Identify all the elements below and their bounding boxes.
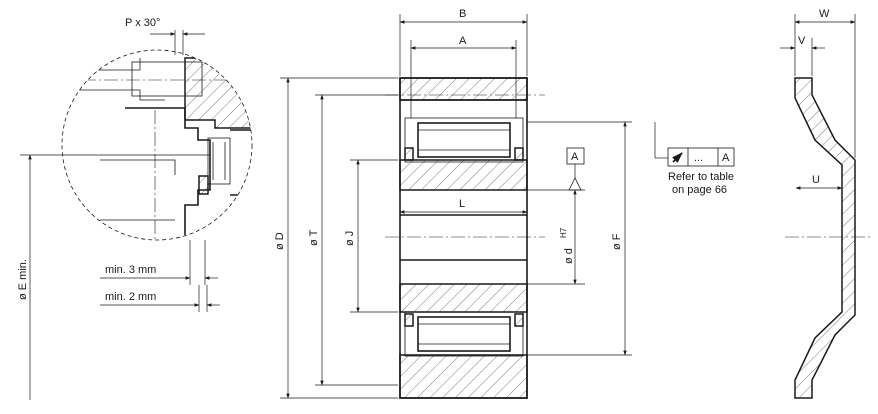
d-bore-dimension: ø d H7 (527, 189, 585, 285)
min-2mm-label: min. 2 mm (105, 291, 156, 303)
outer-ring-top (399, 77, 528, 101)
a-dimension: A (410, 35, 517, 118)
datum-label: A (571, 151, 579, 163)
v-label: V (798, 35, 806, 47)
detail-view: P x 30° ø E min. min. 3 mm min. 2 mm (17, 17, 253, 400)
d-bore-label: ø d (563, 248, 575, 264)
a-label: A (459, 35, 467, 47)
b-label: B (459, 8, 466, 20)
j-dimension: ø J (344, 159, 398, 313)
bearing-top (404, 117, 524, 163)
w-dimension: W (794, 8, 856, 158)
chamfer-callout: P x 30° (125, 17, 205, 55)
f-dimension: ø F (527, 121, 632, 356)
b-dimension: B (399, 8, 528, 76)
hub-top (399, 159, 528, 191)
flange-profile (794, 77, 856, 399)
e-min-label: ø E min. (17, 259, 29, 300)
l-dimension: L (399, 198, 528, 214)
e-min-dimension: ø E min. (17, 154, 210, 400)
fcf-datum: A (722, 152, 730, 164)
min-3mm-dimension: min. 3 mm (100, 240, 218, 285)
main-section-view: B A L ø D ø T (274, 8, 735, 399)
chamfer-label: P x 30° (125, 17, 160, 29)
min-3mm-label: min. 3 mm (105, 264, 156, 276)
w-label: W (819, 8, 830, 20)
u-dimension: U (795, 174, 843, 190)
refer-line-2: on page 66 (672, 184, 727, 196)
t-label: ø T (308, 229, 320, 246)
j-label: ø J (344, 231, 356, 246)
d-dimension: ø D (274, 77, 398, 399)
detail-circle (61, 49, 253, 241)
main-body-outline (399, 77, 528, 399)
detail-content (62, 57, 252, 240)
l-label: L (459, 198, 465, 210)
datum-a: A (566, 147, 585, 191)
outer-ring-bottom (399, 354, 528, 399)
u-label: U (812, 174, 820, 186)
h7-label: H7 (559, 227, 568, 238)
fcf-dots: ... (694, 152, 703, 164)
refer-line-1: Refer to table (668, 171, 734, 183)
v-dimension: V (780, 35, 825, 76)
d-label: ø D (274, 232, 286, 250)
feature-control-frame: ... A Refer to table on page 66 (654, 122, 735, 196)
f-label: ø F (611, 233, 623, 250)
runout-icon (672, 152, 683, 163)
bearing-bottom (404, 311, 524, 357)
side-profile-view: W V U (780, 8, 870, 399)
min-2mm-dimension: min. 2 mm (100, 285, 220, 312)
t-dimension: ø T (308, 94, 398, 386)
hub-bottom (399, 283, 528, 313)
